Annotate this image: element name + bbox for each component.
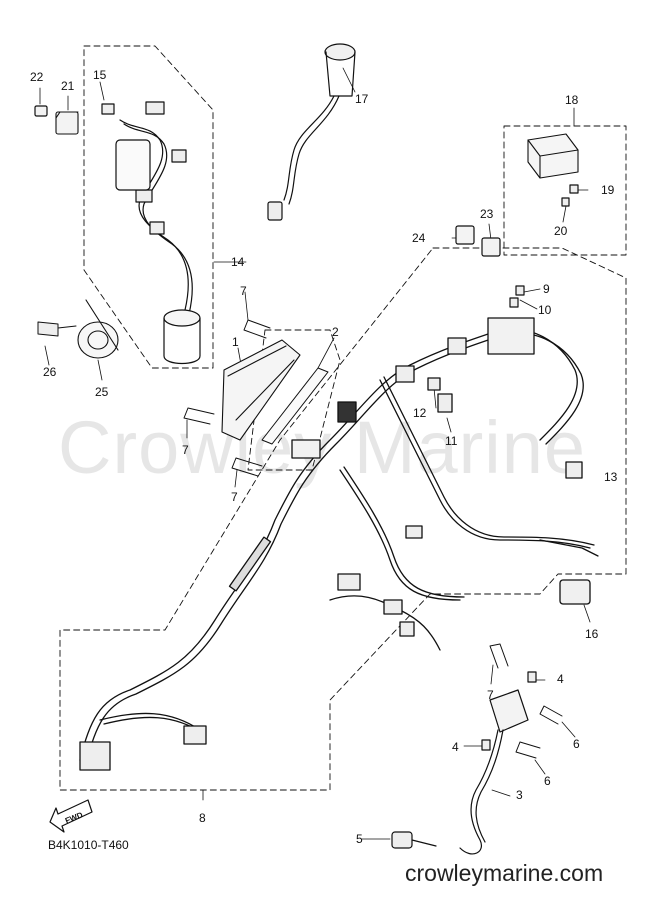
- fwd-arrow-icon: FWD: [49, 799, 93, 833]
- callout-20: 20: [554, 224, 568, 238]
- bolt-26: [37, 321, 77, 337]
- callout-12: 12: [413, 406, 427, 420]
- callout-14: 14: [231, 255, 245, 269]
- cap-22: [34, 105, 48, 117]
- callout-24: 24: [412, 231, 426, 245]
- callout-6b: 6: [544, 774, 551, 788]
- callout-7c: 7: [231, 490, 238, 504]
- clip-19: [569, 184, 579, 194]
- relay-24: [455, 225, 475, 245]
- clip-4b: [481, 739, 491, 751]
- horn-25: [77, 299, 119, 359]
- fuse-10: [509, 297, 519, 308]
- callout-16: 16: [585, 627, 599, 641]
- ecu-18: [527, 133, 579, 179]
- watermark: Crowley Marine: [58, 406, 587, 489]
- leader-lines: [39, 67, 591, 840]
- callout-19: 19: [601, 183, 615, 197]
- callout-4a: 4: [557, 672, 564, 686]
- main-harness-8: [79, 317, 599, 771]
- callout-21: 21: [61, 79, 75, 93]
- callout-26: 26: [43, 365, 57, 379]
- callout-4b: 4: [452, 740, 459, 754]
- callout-5: 5: [356, 832, 363, 846]
- relay-21: [55, 111, 79, 135]
- bolt-6a: [539, 705, 563, 725]
- callout-15: 15: [93, 68, 107, 82]
- relay-23: [481, 237, 501, 257]
- outline-group-18: [503, 125, 627, 256]
- outline-group-14: [83, 45, 214, 369]
- callout-23: 23: [480, 207, 494, 221]
- bolts-7: [183, 319, 509, 669]
- callout-7b: 7: [182, 443, 189, 457]
- callout-2: 2: [332, 325, 339, 339]
- outline-group-1: [247, 329, 341, 471]
- ecu-1: [221, 339, 301, 441]
- sub-harness-14: [101, 101, 201, 365]
- group-outlines: [59, 45, 627, 791]
- drawing-code: B4K1010-T460: [48, 838, 129, 852]
- callout-22: 22: [30, 70, 44, 84]
- harness-17: [267, 43, 356, 221]
- callout-8: 8: [199, 811, 206, 825]
- callout-10: 10: [538, 303, 552, 317]
- callout-13: 13: [604, 470, 618, 484]
- callout-6a: 6: [573, 737, 580, 751]
- callout-25: 25: [95, 385, 109, 399]
- clip-20: [561, 197, 570, 207]
- pump-assembly: [391, 689, 529, 855]
- callout-7a: 7: [240, 284, 247, 298]
- callout-9: 9: [543, 282, 550, 296]
- callout-7d: 7: [487, 688, 494, 702]
- callout-11: 11: [445, 434, 458, 448]
- bracket-2: [261, 367, 329, 445]
- callout-1: 1: [232, 335, 239, 349]
- bolt-6b: [515, 741, 541, 759]
- callout-3: 3: [516, 788, 523, 802]
- fuse-9: [515, 285, 525, 296]
- site-url: crowleymarine.com: [405, 860, 604, 886]
- callout-17: 17: [355, 92, 369, 106]
- outline-group-8: [59, 247, 627, 791]
- callout-18: 18: [565, 93, 579, 107]
- clip-4a: [527, 671, 537, 683]
